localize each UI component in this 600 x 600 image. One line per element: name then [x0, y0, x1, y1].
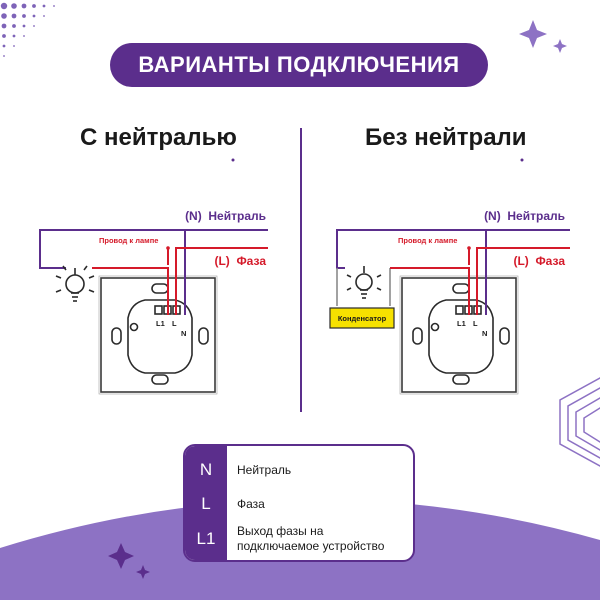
- legend-desc-l1-line2: подключаемое устройство: [237, 539, 385, 553]
- switch-mechanism: [412, 283, 510, 385]
- legend-key-column: N L L1: [185, 446, 227, 560]
- sparkle-icon: [108, 543, 150, 579]
- right-diagram: [329, 229, 570, 395]
- left-panel-title: С нейтралью: [80, 124, 237, 151]
- right-panel-title: Без нейтрали: [365, 124, 527, 151]
- legend-key-l: L: [201, 494, 211, 513]
- right-lamp-wire-label: Провод к лампе: [398, 236, 457, 245]
- subtitle-dot: [231, 158, 235, 162]
- left-diagram: [39, 229, 268, 395]
- page-title: ВАРИАНТЫ ПОДКЛЮЧЕНИЯ: [110, 43, 488, 87]
- phase-wire: [390, 247, 570, 315]
- subtitle-dot: [520, 158, 524, 162]
- left-neutral-label: (N) Нейтраль: [185, 209, 266, 223]
- neutral-wire: [336, 229, 570, 315]
- neutral-wire: [39, 229, 268, 315]
- capacitor-box: [329, 307, 395, 329]
- page-title-text: ВАРИАНТЫ ПОДКЛЮЧЕНИЯ: [138, 52, 460, 77]
- right-terminal-l1: L1: [457, 319, 466, 328]
- wire-junction: [166, 246, 170, 250]
- switch-plate-inner: [98, 275, 218, 395]
- legend-desc-n: Нейтраль: [237, 463, 292, 477]
- left-lamp-wire-label: Провод к лампе: [99, 236, 158, 245]
- switch-plate-right: [401, 277, 517, 393]
- phase-wire: [92, 247, 268, 315]
- legend-desc-l1-line1: Выход фазы на: [237, 524, 324, 538]
- right-phase-label: (L) Фаза: [513, 254, 565, 268]
- left-terminal-n: N: [181, 329, 186, 338]
- legend-key-l1: L1: [196, 529, 216, 548]
- lamp-icon: [55, 265, 95, 302]
- left-phase-label: (L) Фаза: [214, 254, 266, 268]
- capacitor-wire: [336, 268, 391, 306]
- switch-plate-inner: [399, 275, 519, 395]
- wire-junction: [467, 246, 471, 250]
- right-terminal-l: L: [473, 319, 478, 328]
- legend-key-n: N: [199, 460, 213, 479]
- right-neutral-label: (N) Нейтраль: [484, 209, 565, 223]
- right-terminal-n: N: [482, 329, 487, 338]
- left-terminal-l1: L1: [156, 319, 165, 328]
- legend-desc-l: Фаза: [237, 497, 265, 511]
- lamp-icon: [346, 266, 382, 299]
- halftone-decoration: [0, 2, 55, 57]
- capacitor-label: Конденсатор: [338, 314, 387, 323]
- switch-mechanism: [111, 283, 209, 385]
- left-terminal-l: L: [172, 319, 177, 328]
- switch-plate-left: [100, 277, 216, 393]
- sparkle-icon: [519, 20, 567, 53]
- hexagon-decoration: [559, 377, 600, 467]
- legend-card: N L L1 Нейтраль Фаза Выход фазы на подкл…: [183, 444, 415, 562]
